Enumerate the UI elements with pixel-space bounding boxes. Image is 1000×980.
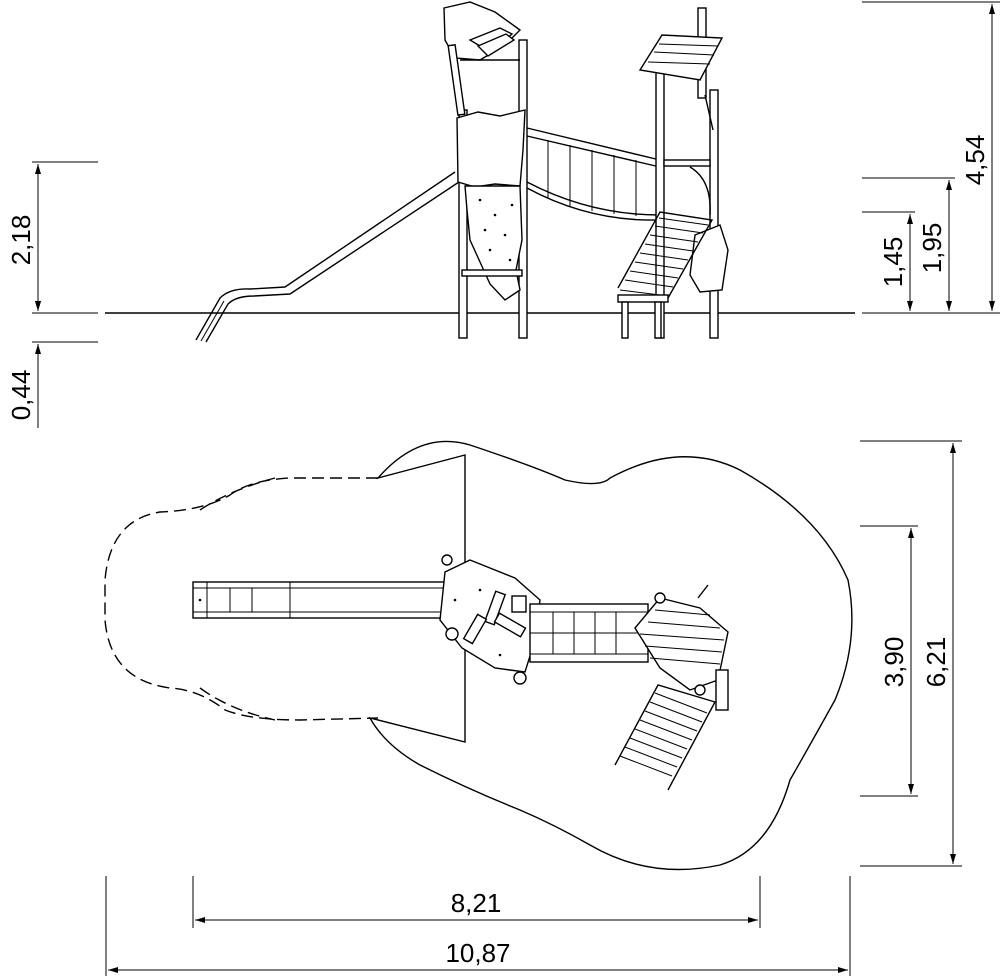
- dim-bridge-height-low: 1,45: [878, 237, 908, 288]
- bridge-plan: [529, 603, 649, 663]
- slide-plan: [192, 581, 446, 619]
- left-tower-plan: [439, 554, 541, 685]
- dim-slide-platform-height: 2,18: [6, 215, 36, 266]
- dim-equipment-depth: 3,90: [879, 637, 909, 688]
- plan-dimension-right: 3,90 6,21: [860, 440, 962, 867]
- dim-foundation-depth: 0,44: [6, 370, 36, 421]
- plan-dimension-bottom: 8,21 10,87: [105, 876, 851, 976]
- dim-bridge-height-high: 1,95: [917, 223, 947, 274]
- right-tower-plan: [614, 584, 729, 791]
- plan-view: 3,90 6,21 8,21 10,87: [104, 440, 962, 976]
- bridge: [526, 127, 661, 221]
- slide-runout-area: [104, 477, 379, 721]
- dim-equipment-length: 8,21: [451, 888, 502, 918]
- dimension-right: 4,54 1,95 1,45: [862, 1, 1000, 314]
- dim-safety-area-length: 10,87: [445, 938, 510, 968]
- right-tower: [617, 7, 729, 339]
- dim-safety-area-depth: 6,21: [921, 637, 951, 688]
- left-tower: [443, 1, 528, 339]
- dim-total-height: 4,54: [960, 135, 990, 186]
- slide: [195, 171, 463, 343]
- safety-area-outline: [368, 440, 853, 871]
- elevation-view: 2,18 0,44 4,54 1,95 1,45: [6, 1, 1000, 428]
- dimension-left: 2,18 0,44: [6, 161, 98, 428]
